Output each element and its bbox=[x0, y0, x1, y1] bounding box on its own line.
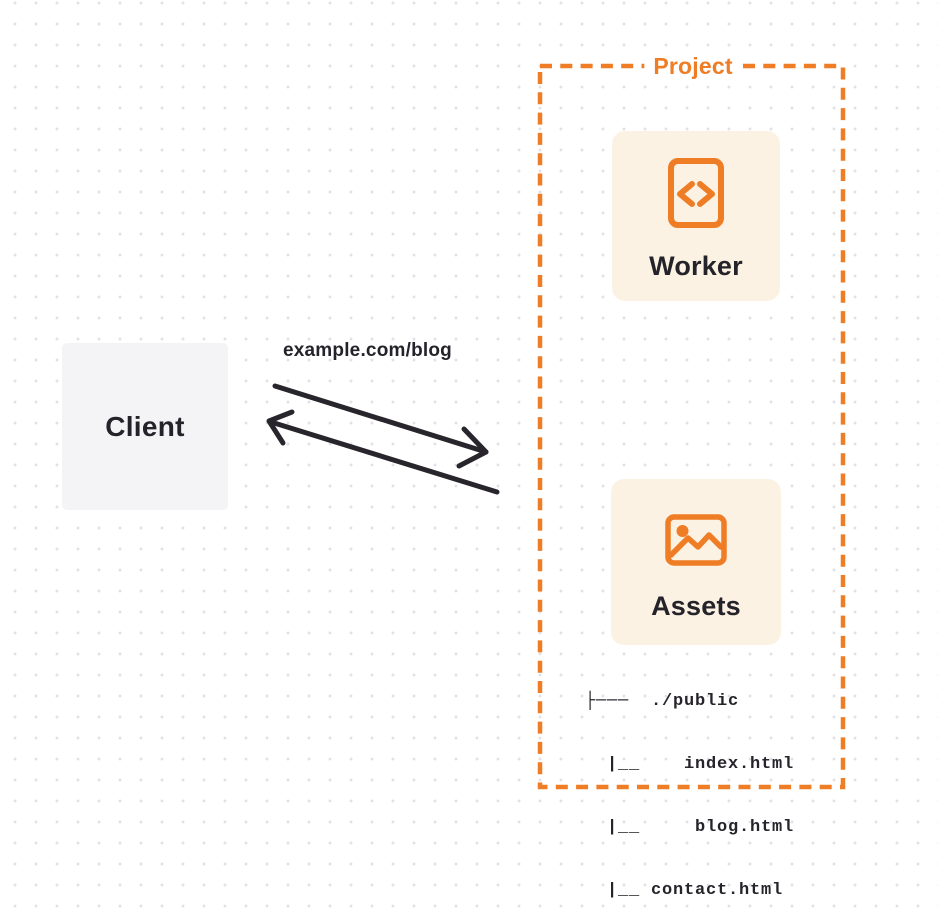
file-tree-line: ├─── ./public bbox=[585, 692, 740, 711]
request-url-label: example.com/blog bbox=[283, 340, 452, 361]
client-label: Client bbox=[105, 410, 185, 442]
project-group-label: Project bbox=[644, 52, 742, 80]
worker-card: Worker bbox=[612, 131, 780, 301]
image-icon bbox=[665, 514, 727, 566]
code-file-icon bbox=[668, 158, 724, 228]
file-tree-line: |__ index.html bbox=[585, 755, 795, 774]
file-tree-line: |__ contact.html bbox=[585, 881, 784, 900]
sun-glyph bbox=[676, 525, 689, 537]
response-arrow bbox=[266, 409, 500, 495]
mountains-glyph bbox=[668, 532, 724, 558]
assets-card: Assets bbox=[611, 479, 781, 645]
chevron-right-glyph bbox=[697, 181, 715, 207]
worker-label: Worker bbox=[649, 251, 743, 281]
assets-file-tree: ├─── ./public |__ index.html |__ blog.ht… bbox=[585, 649, 794, 922]
diagram-canvas: { "title": "Client to Worker and Assets … bbox=[0, 0, 938, 900]
chevron-left-glyph bbox=[677, 181, 695, 207]
request-arrowhead bbox=[456, 426, 489, 469]
response-arrowhead bbox=[266, 409, 295, 446]
request-arrow bbox=[272, 383, 489, 469]
assets-label: Assets bbox=[651, 591, 741, 621]
client-box: Client bbox=[62, 343, 228, 510]
file-tree-line: |__ blog.html bbox=[585, 818, 795, 837]
